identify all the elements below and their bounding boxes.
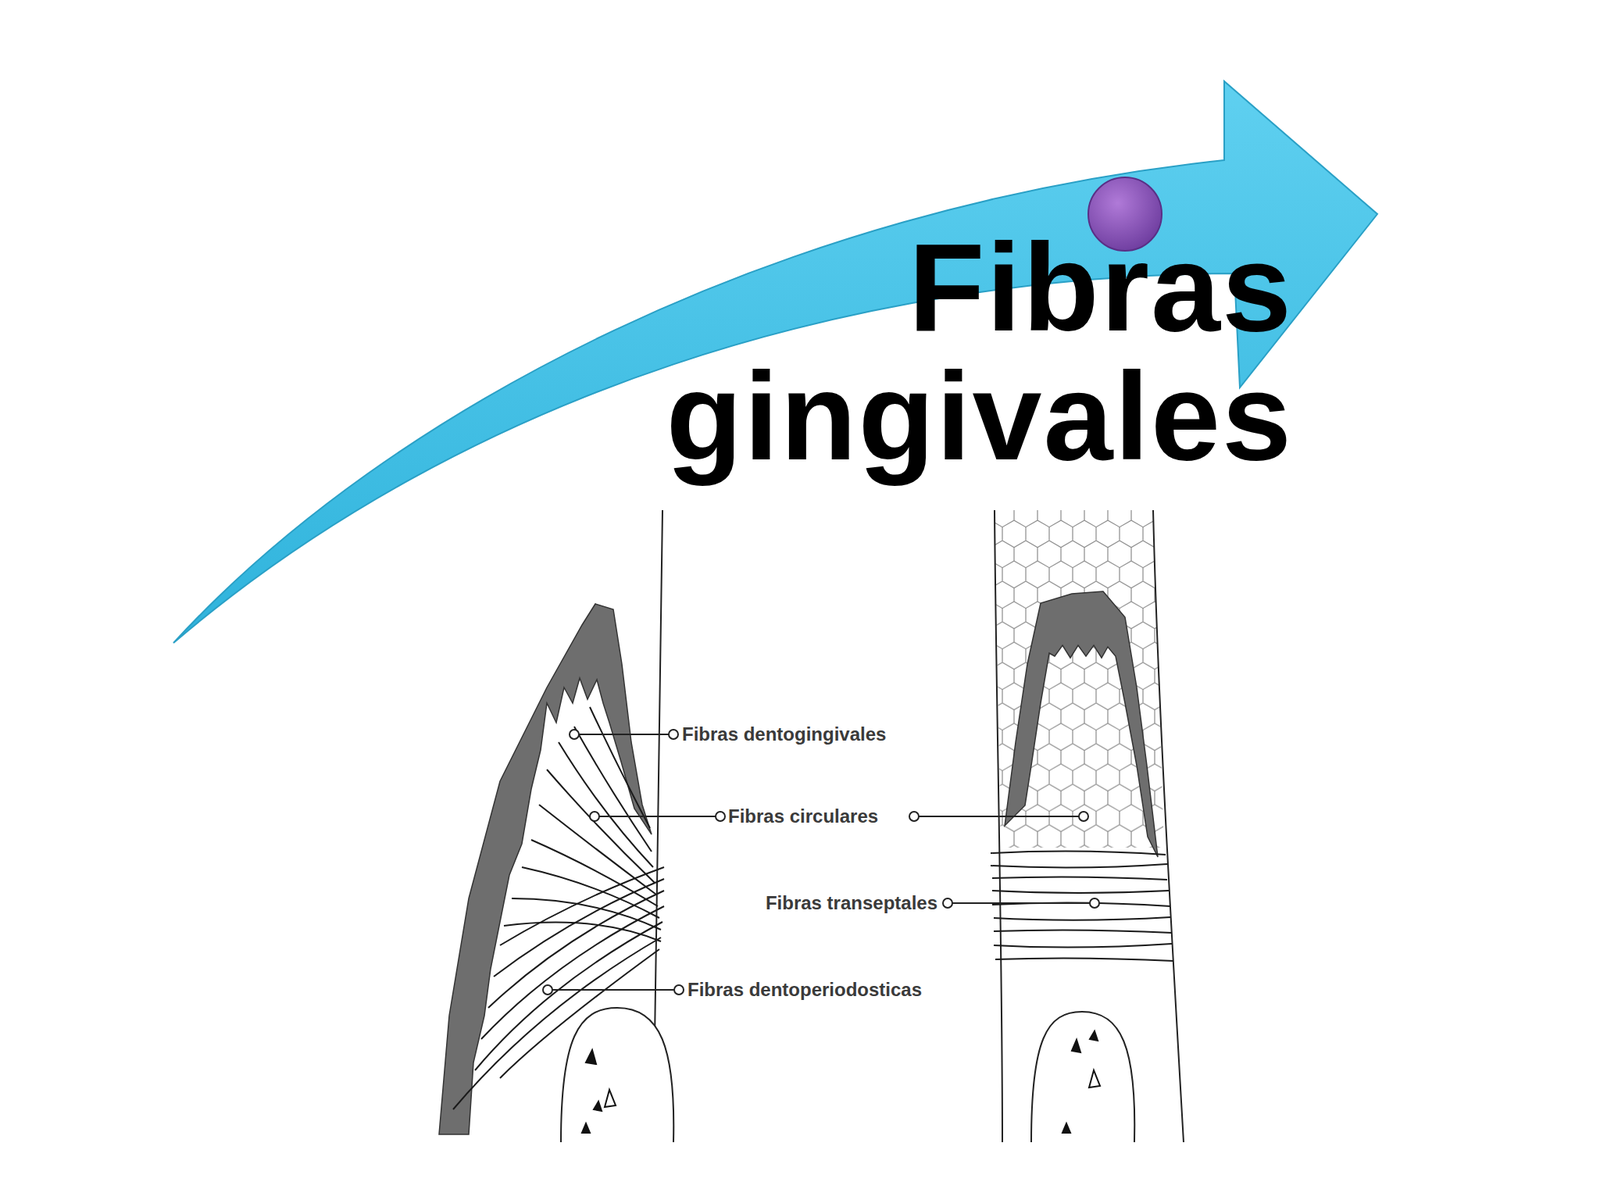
slide-title: Fibras gingivales [589, 222, 1293, 481]
tooth-surface [994, 510, 1003, 1143]
bone-specks [582, 1050, 616, 1133]
curved-arrow [173, 81, 1378, 643]
fiber-label: Fibras transeptales [765, 892, 938, 915]
fiber-label: Fibras dentogingivales [682, 723, 886, 746]
tooth-surface [1153, 510, 1184, 1143]
transseptal-fibers [990, 850, 1174, 961]
leader-lines [542, 729, 1100, 995]
alveolar-bone [1031, 1011, 1135, 1143]
bone-specks [1062, 1031, 1100, 1133]
fiber-label: Fibras circulares [728, 805, 879, 828]
alveolar-bone [560, 1007, 674, 1143]
fiber-label: Fibras dentoperiodosticas [687, 978, 922, 1001]
